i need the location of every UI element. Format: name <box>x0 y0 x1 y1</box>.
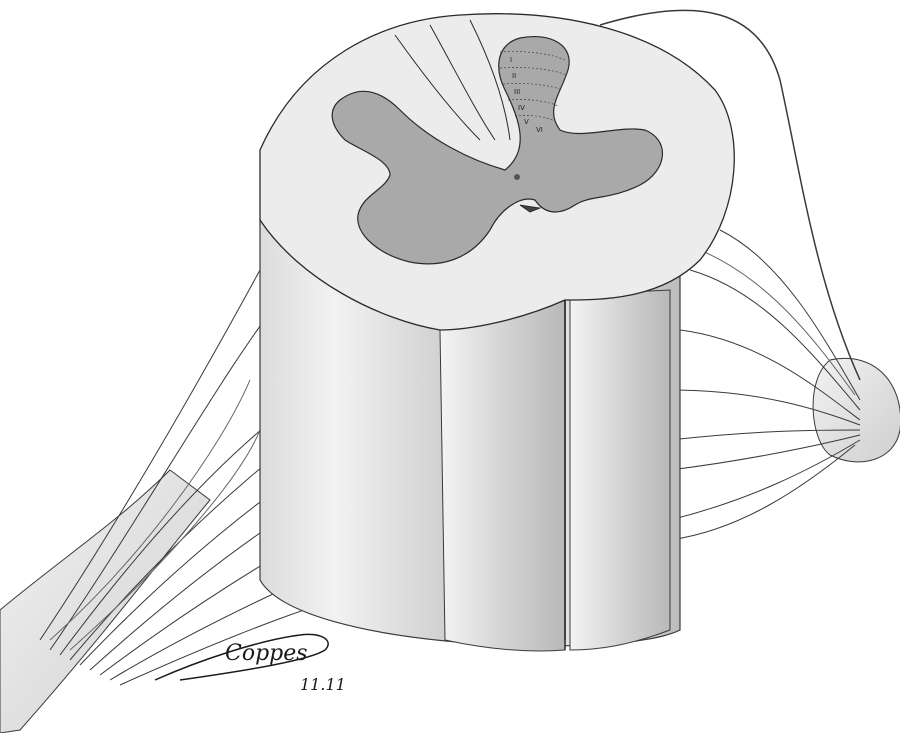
lamina-label: V <box>524 118 529 126</box>
lamina-label: IV <box>518 104 525 112</box>
lamina-label: II <box>512 72 516 80</box>
artist-signature: Coppes 11.11 <box>155 634 346 694</box>
central-canal <box>514 174 520 180</box>
lamina-label: VI <box>536 126 543 134</box>
lamina-label: III <box>514 88 520 96</box>
signature-date: 11.11 <box>300 675 346 694</box>
signature-name: Coppes <box>225 641 308 666</box>
left-spinal-nerve <box>0 470 210 733</box>
lamina-label: I <box>510 56 512 64</box>
